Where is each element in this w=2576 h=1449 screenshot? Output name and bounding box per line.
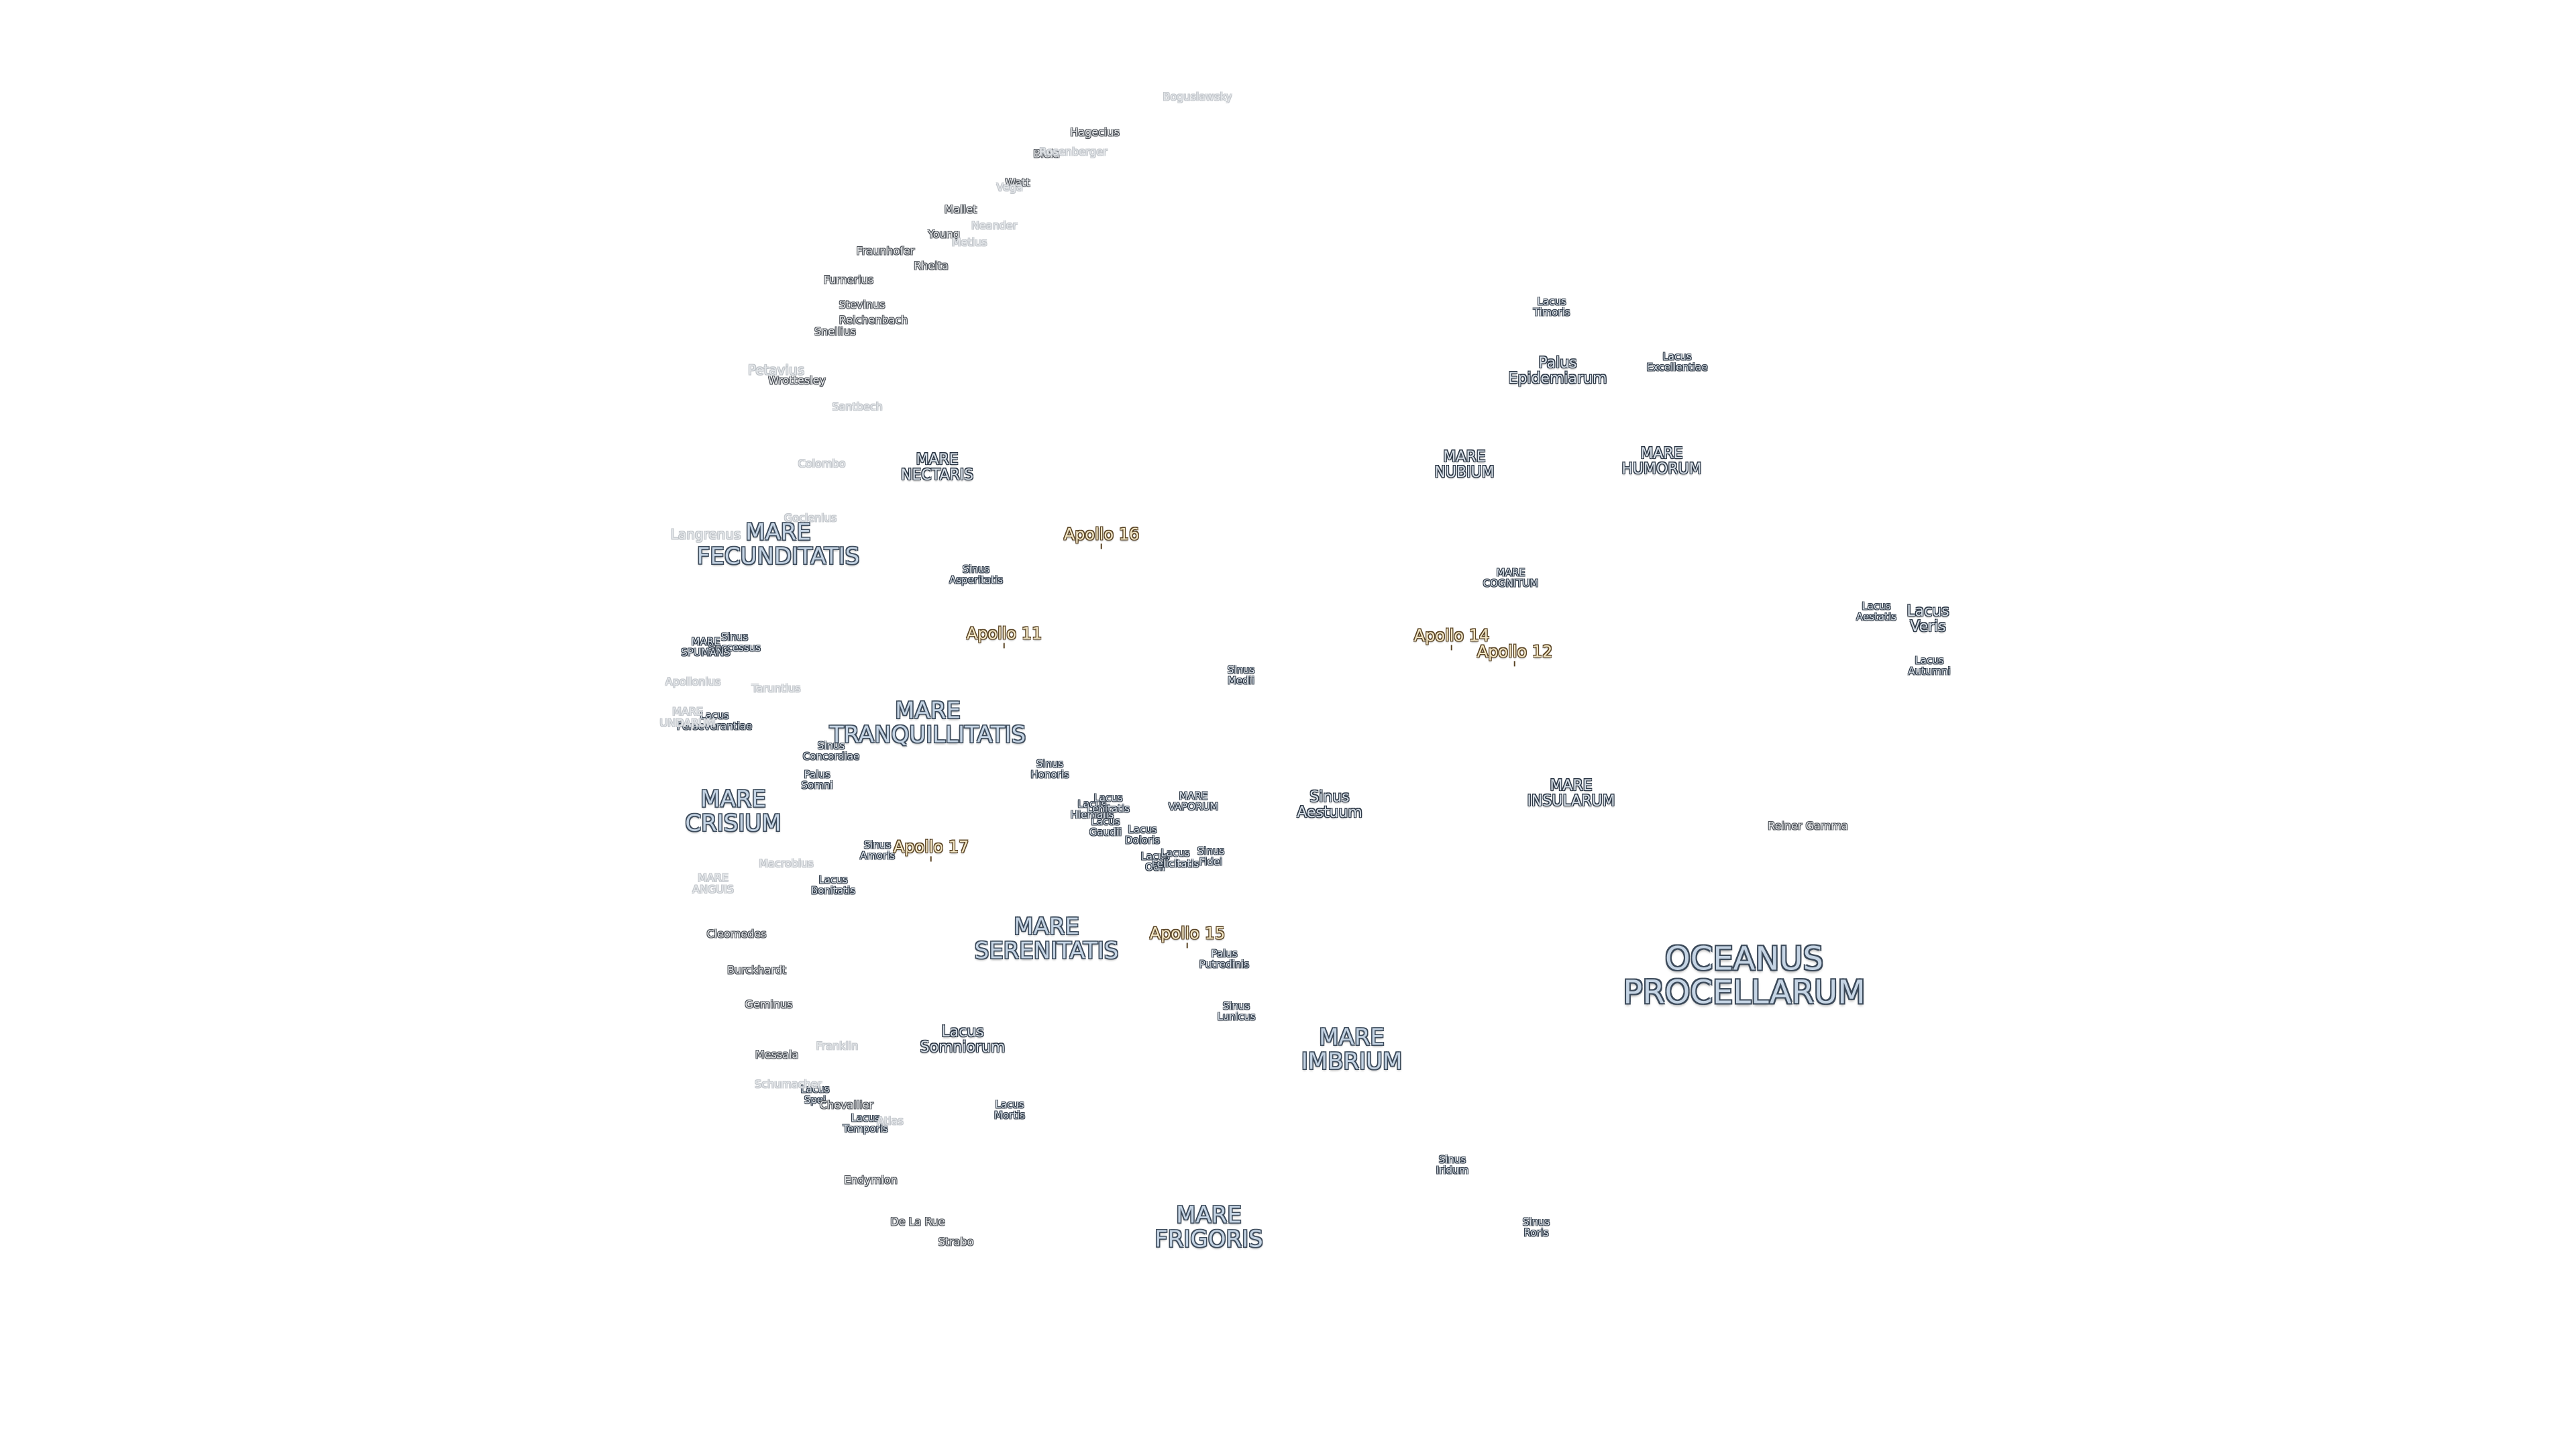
map-label-mare-serenitatis[interactable]: MARE SERENITATIS: [974, 913, 1119, 964]
map-label-mare-imbrium[interactable]: MARE IMBRIUM: [1301, 1024, 1403, 1075]
map-label-langrenus[interactable]: Langrenus: [670, 526, 741, 543]
map-label-neander[interactable]: Neander: [971, 219, 1018, 232]
map-label-young[interactable]: Young: [928, 227, 960, 241]
map-label-lacus-veris[interactable]: Lacus Veris: [1907, 602, 1949, 635]
map-label-macrobius[interactable]: Macrobius: [759, 857, 814, 870]
map-label-vega[interactable]: Vega: [996, 180, 1023, 194]
map-label-sinus-fidei[interactable]: Sinus Fidei: [1197, 845, 1225, 867]
map-label-mare-nectaris[interactable]: MARE NECTARIS: [900, 451, 974, 484]
map-label-lacus-autumni[interactable]: Lacus Autumni: [1908, 654, 1951, 677]
map-label-fraunhofer[interactable]: Fraunhofer: [856, 244, 915, 258]
map-label-palus-epidemiarum[interactable]: Palus Epidemiarum: [1508, 354, 1607, 387]
map-label-mare-anguis[interactable]: MARE ANGUIS: [692, 871, 734, 896]
map-label-apollo-12[interactable]: Apollo 12: [1477, 643, 1552, 667]
map-label-metius[interactable]: Metius: [951, 235, 987, 249]
map-label-mare-tranquillitatis[interactable]: MARE TRANQUILLITATIS: [829, 697, 1026, 748]
map-label-snellius[interactable]: Snellius: [814, 325, 856, 338]
map-label-schumacher[interactable]: Schumacher: [755, 1077, 822, 1091]
map-label-lacus-felicitatis[interactable]: Lacus Felicitatis: [1151, 847, 1199, 869]
map-label-stevinus[interactable]: Stevinus: [839, 298, 885, 311]
map-label-sinus-roris[interactable]: Sinus Roris: [1522, 1216, 1550, 1238]
map-label-sinus-lunicus[interactable]: Sinus Lunicus: [1217, 1000, 1256, 1022]
map-label-lacus-odii[interactable]: Lacus Odii: [1140, 850, 1170, 873]
map-label-colombo[interactable]: Colombo: [798, 457, 846, 470]
landing-site-marker: [1451, 645, 1452, 651]
map-label-wrottesley[interactable]: Wrottesley: [768, 374, 826, 387]
map-label-mallet[interactable]: Mallet: [944, 203, 977, 216]
map-label-santbech[interactable]: Santbech: [832, 400, 883, 413]
map-label-lacus-somniorum[interactable]: Lacus Somniorum: [920, 1023, 1006, 1056]
map-label-apollo-14[interactable]: Apollo 14: [1414, 627, 1489, 651]
landing-site-marker: [1004, 643, 1005, 649]
map-label-franklin[interactable]: Franklin: [816, 1039, 859, 1053]
map-label-boguslawsky[interactable]: Boguslawsky: [1163, 90, 1232, 103]
map-label-lacus-perseverantiae[interactable]: Lacus Perseverantiae: [676, 709, 753, 732]
map-label-oceanus-procellarum[interactable]: OCEANUS PROCELLARUM: [1623, 940, 1866, 1012]
map-label-hagecius[interactable]: Hagecius: [1070, 125, 1120, 139]
map-label-sinus-successus[interactable]: Sinus Successus: [708, 631, 761, 653]
map-label-sinus-medii[interactable]: Sinus Medii: [1227, 663, 1255, 686]
map-label-rheita[interactable]: Rheita: [914, 259, 949, 272]
map-label-lacus-bonitatis[interactable]: Lacus Bonitatis: [810, 873, 856, 896]
map-label-sinus-amoris[interactable]: Sinus Amoris: [859, 839, 896, 861]
map-label-goclenius[interactable]: Goclenius: [784, 511, 837, 525]
map-label-reiner-gamma[interactable]: Reiner Gamma: [1768, 819, 1848, 833]
map-label-sinus-aestuum[interactable]: Sinus Aestuum: [1297, 788, 1362, 821]
landing-site-marker: [1101, 543, 1102, 549]
map-label-apollo-17[interactable]: Apollo 17: [894, 839, 969, 862]
map-label-watt[interactable]: Watt: [1005, 176, 1030, 189]
map-label-geminus[interactable]: Geminus: [745, 998, 793, 1011]
map-label-chevallier[interactable]: Chevallier: [819, 1098, 874, 1112]
map-label-apollo-15[interactable]: Apollo 15: [1150, 925, 1225, 949]
map-label-mare-humorum[interactable]: MARE HUMORUM: [1621, 445, 1702, 478]
map-label-atlas[interactable]: Atlas: [877, 1114, 904, 1128]
map-label-apollo-11[interactable]: Apollo 11: [967, 625, 1042, 649]
map-label-lacus-temporis[interactable]: Lacus Temporis: [843, 1112, 888, 1134]
map-label-mare-fecunditatis[interactable]: MARE FECUNDITATIS: [696, 519, 860, 570]
map-label-mare-vaporum[interactable]: MARE VAPORUM: [1168, 790, 1219, 812]
map-label-mare-frigoris[interactable]: MARE FRIGORIS: [1155, 1201, 1263, 1252]
map-label-rosenberger[interactable]: Rosenberger: [1039, 145, 1108, 158]
map-label-messala[interactable]: Messala: [755, 1048, 799, 1061]
landing-site-marker: [1514, 661, 1515, 667]
map-label-mare-spumans[interactable]: MARE SPUMANS: [681, 635, 731, 658]
map-label-endymion[interactable]: Endymion: [844, 1173, 898, 1187]
map-label-lacus-excellentiae[interactable]: Lacus Excellentiae: [1646, 350, 1708, 373]
map-label-apollonius[interactable]: Apollonius: [665, 675, 721, 688]
map-label-mare-undarum[interactable]: MARE UNDARUM: [659, 705, 716, 729]
map-label-sinus-honoris[interactable]: Sinus Honoris: [1030, 757, 1069, 780]
map-label-burckhardt[interactable]: Burckhardt: [727, 963, 787, 977]
map-label-mare-cognitum[interactable]: MARE COGNITUM: [1483, 566, 1539, 589]
map-label-mare-insularum[interactable]: MARE INSULARUM: [1527, 777, 1615, 810]
map-label-sinus-concordiae[interactable]: Sinus Concordiae: [802, 739, 860, 762]
map-label-lacus-aestatis[interactable]: Lacus Aestatis: [1856, 600, 1896, 623]
map-label-mare-nubium[interactable]: MARE NUBIUM: [1434, 448, 1495, 481]
map-label-lacus-gaudii[interactable]: Lacus Gaudii: [1089, 815, 1122, 838]
map-label-cleomedes[interactable]: Cleomedes: [706, 927, 767, 941]
map-label-biela[interactable]: Biela: [1033, 147, 1060, 160]
map-label-palus-somni[interactable]: Palus Somni: [801, 768, 833, 791]
map-label-reichenbach[interactable]: Reichenbach: [839, 313, 908, 327]
map-label-lacus-timoris[interactable]: Lacus Timoris: [1533, 295, 1570, 318]
map-label-sinus-iridum[interactable]: Sinus Iridum: [1436, 1153, 1469, 1176]
landing-site-marker: [930, 856, 932, 862]
map-label-palus-putredinis[interactable]: Palus Putredinis: [1199, 947, 1250, 970]
map-label-lacus-spei[interactable]: Lacus Spei: [800, 1083, 830, 1106]
map-label-mare-crisium[interactable]: MARE CRISIUM: [685, 786, 782, 837]
map-label-strabo[interactable]: Strabo: [938, 1235, 974, 1248]
map-label-apollo-16[interactable]: Apollo 16: [1064, 526, 1139, 549]
map-label-sinus-asperitatis[interactable]: Sinus Asperitatis: [949, 563, 1004, 586]
map-label-petavius[interactable]: Petavius: [747, 362, 805, 378]
map-label-de-la-rue[interactable]: De La Rue: [890, 1215, 945, 1228]
map-label-lacus-lenitatis[interactable]: Lacus Lenitatis: [1087, 792, 1130, 814]
map-label-taruntius[interactable]: Taruntius: [751, 682, 801, 695]
map-label-lacus-hiemalis[interactable]: Lacus Hiemalis: [1070, 798, 1114, 820]
map-label-lacus-doloris[interactable]: Lacus Doloris: [1124, 823, 1161, 846]
map-label-lacus-mortis[interactable]: Lacus Mortis: [994, 1098, 1026, 1121]
landing-site-marker: [1187, 943, 1188, 949]
map-label-furnerius[interactable]: Furnerius: [823, 273, 874, 286]
